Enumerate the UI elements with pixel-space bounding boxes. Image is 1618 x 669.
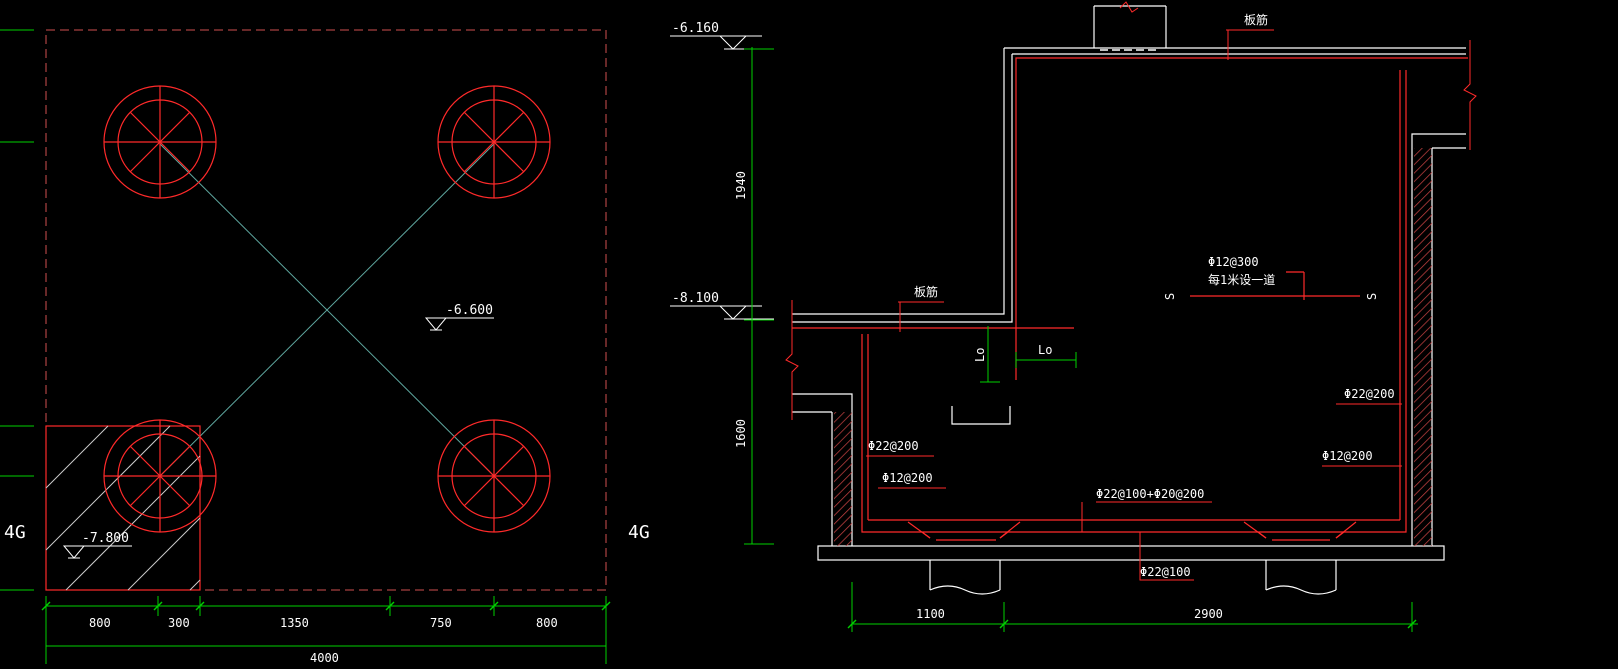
hdim-right-label: 2900 xyxy=(1194,607,1223,621)
plan-dim-5: 800 xyxy=(536,616,558,630)
left-wall-label-1: Φ22@200 xyxy=(868,439,919,453)
vdim-upper-label: 1940 xyxy=(734,171,748,200)
left-wall-hatch xyxy=(834,412,852,546)
right-wall-label-1: Φ22@200 xyxy=(1344,387,1395,401)
section-concrete-outline xyxy=(792,5,1466,595)
elevation-top-label: -6.160 xyxy=(672,21,719,36)
elevation-mark-top: -6.160 xyxy=(670,21,774,50)
lo-horizontal-label: Lo xyxy=(1038,343,1052,357)
break-marks xyxy=(785,1,1477,420)
plan-dim-2: 300 xyxy=(168,616,190,630)
plate-rebar-left-label: 板筋 xyxy=(914,284,938,299)
section-view: -6.160 -8.100 1940 1600 xyxy=(670,1,1477,632)
plan-dimension-ticks xyxy=(41,601,611,611)
section-mark-left: S xyxy=(1163,293,1177,300)
elevation-mark-corner: -7.800 xyxy=(62,531,132,559)
elevation-mark-center: -6.600 xyxy=(424,303,494,331)
right-wall-label-2: Φ12@200 xyxy=(1322,449,1373,463)
lo-markers xyxy=(980,326,1077,383)
plan-view: -6.600 -7.800 4G 4G xyxy=(0,29,650,665)
pile-bottom-right xyxy=(437,419,551,533)
plan-dimension-chain xyxy=(45,596,607,664)
hdim-left-label: 1100 xyxy=(916,607,945,621)
section-mark-right: S xyxy=(1365,293,1379,300)
section-vertical-dimension xyxy=(744,47,774,545)
plan-dim-1: 800 xyxy=(89,616,111,630)
bottom-bottom-rebar-label: Φ22@100 xyxy=(1140,565,1191,579)
elevation-mark-mid: -8.100 xyxy=(670,291,774,320)
right-wall-hatch xyxy=(1414,148,1432,546)
pile-bottom-left xyxy=(103,419,217,533)
plate-rebar-right-label: 板筋 xyxy=(1244,12,1268,27)
lo-vertical-label: Lo xyxy=(973,348,987,362)
plan-total-dim: 4000 xyxy=(310,651,339,664)
tie-rebar-label: Φ12@300 xyxy=(1208,255,1259,269)
bottom-top-rebar-label: Φ22@100+Φ20@200 xyxy=(1096,487,1204,501)
section-rebar xyxy=(792,57,1468,541)
plan-dim-3: 1350 xyxy=(280,616,309,630)
left-wall-label-2: Φ12@200 xyxy=(882,471,933,485)
elevation-mid-label: -8.100 xyxy=(672,291,719,306)
leader-lines xyxy=(866,29,1402,581)
grid-label-left: 4G xyxy=(4,522,26,543)
hatched-depression xyxy=(45,425,201,591)
elevation-corner-label: -7.800 xyxy=(82,531,129,546)
pile-top-right xyxy=(437,85,551,199)
grid-label-right: 4G xyxy=(628,522,650,543)
section-dim-ticks xyxy=(847,619,1417,629)
left-grid-ticks xyxy=(0,29,34,591)
vdim-lower-label: 1600 xyxy=(734,419,748,448)
pile-cap-outline xyxy=(45,29,607,591)
pile-top-left xyxy=(103,85,217,199)
tie-rebar-note: 每1米设一道 xyxy=(1208,272,1275,287)
plan-dim-4: 750 xyxy=(430,616,452,630)
elevation-center-label: -6.600 xyxy=(446,303,493,318)
plan-diagonals xyxy=(159,143,495,477)
